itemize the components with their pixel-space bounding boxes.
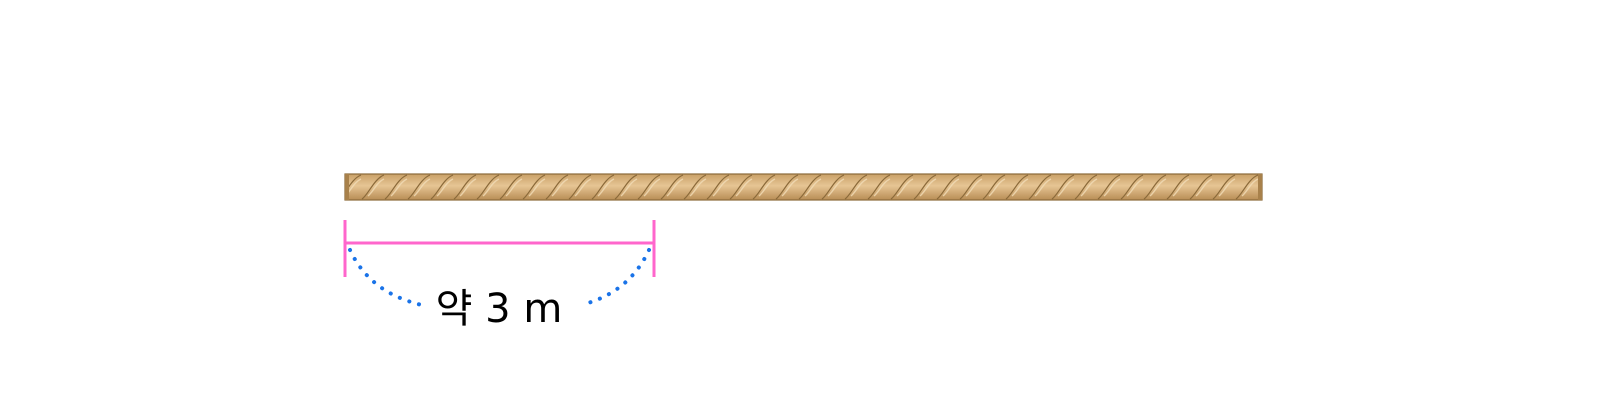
rope-strand-highlight — [551, 178, 569, 197]
rope-strand — [545, 174, 569, 200]
rope-strand — [637, 174, 661, 200]
rope-strand — [1143, 174, 1167, 200]
rope-strand-highlight — [643, 178, 661, 197]
rope-strand-highlight — [390, 178, 408, 197]
rope-strand — [1166, 174, 1190, 200]
rope-strand-highlight — [413, 178, 431, 197]
rope-strand — [844, 174, 868, 200]
rope-strand — [729, 174, 753, 200]
rope-strand — [361, 174, 385, 200]
rope-strand-highlight — [482, 178, 500, 197]
rope-strand-highlight — [1241, 178, 1259, 197]
rope-strand-highlight — [459, 178, 477, 197]
rope-strand-highlight — [735, 178, 753, 197]
dotted-arc-left — [348, 248, 424, 307]
rope-strand-highlight — [574, 178, 592, 197]
rope — [344, 173, 1263, 201]
rope-right-end — [1258, 174, 1262, 200]
rope-strand — [499, 174, 523, 200]
rope-strand — [522, 174, 546, 200]
rope-strand — [476, 174, 500, 200]
rope-strand — [1189, 174, 1213, 200]
rope-strand-highlight — [1172, 178, 1190, 197]
dotted-arc — [348, 248, 651, 307]
rope-left-end — [345, 174, 349, 200]
rope-strand — [591, 174, 615, 200]
rope-strand-highlight — [804, 178, 822, 197]
rope-strand-highlight — [712, 178, 730, 197]
rope-strand-highlight — [781, 178, 799, 197]
rope-strand-highlight — [1011, 178, 1029, 197]
rope-strand-highlight — [666, 178, 684, 197]
rope-strand-highlight — [620, 178, 638, 197]
rope-strand — [1005, 174, 1029, 200]
rope-strand — [1028, 174, 1052, 200]
rope-strand-highlight — [436, 178, 454, 197]
rope-strand-highlight — [942, 178, 960, 197]
rope-strand — [1097, 174, 1121, 200]
rope-strand-highlight — [1126, 178, 1144, 197]
rope-strand — [1120, 174, 1144, 200]
rope-strand-highlight — [965, 178, 983, 197]
rope-strand — [430, 174, 454, 200]
rope-strand-highlight — [850, 178, 868, 197]
rope-strand-highlight — [505, 178, 523, 197]
rope-strand-highlight — [1080, 178, 1098, 197]
rope-strand — [614, 174, 638, 200]
rope-strand-highlight — [919, 178, 937, 197]
dotted-arc-right — [579, 248, 651, 307]
rope-strand-highlight — [1218, 178, 1236, 197]
rope-strand — [1074, 174, 1098, 200]
rope-strand — [1212, 174, 1236, 200]
rope-strand — [936, 174, 960, 200]
rope-strand — [568, 174, 592, 200]
rope-strand — [752, 174, 776, 200]
rope-strand — [890, 174, 914, 200]
rope-strand-highlight — [597, 178, 615, 197]
rope-strand-highlight — [896, 178, 914, 197]
rope-strand — [407, 174, 431, 200]
rope-strand-highlight — [988, 178, 1006, 197]
rope-strand — [798, 174, 822, 200]
rope-strand-highlight — [758, 178, 776, 197]
rope-body — [344, 173, 1263, 201]
rope-strand — [959, 174, 983, 200]
rope-strand — [1051, 174, 1075, 200]
rope-strand — [706, 174, 730, 200]
rope-strand — [982, 174, 1006, 200]
rope-strand-highlight — [1057, 178, 1075, 197]
rope-strand-highlight — [528, 178, 546, 197]
rope-strand-highlight — [1034, 178, 1052, 197]
rope-strand — [683, 174, 707, 200]
rope-strand-highlight — [1149, 178, 1167, 197]
rope-strand-highlight — [1103, 178, 1121, 197]
measurement-label: 약 3 m — [436, 286, 563, 332]
rope-strand — [821, 174, 845, 200]
rope-strand-highlight — [367, 178, 385, 197]
rope-strand — [913, 174, 937, 200]
rope-strand-highlight — [873, 178, 891, 197]
rope-strand — [867, 174, 891, 200]
rope-strand-highlight — [827, 178, 845, 197]
rope-strand — [453, 174, 477, 200]
rope-strand — [660, 174, 684, 200]
rope-strand-highlight — [689, 178, 707, 197]
rope-strand-highlight — [1195, 178, 1213, 197]
rope-strand — [384, 174, 408, 200]
rope-strand — [775, 174, 799, 200]
measurement-bracket — [343, 220, 656, 277]
rope-strand — [1235, 174, 1259, 200]
